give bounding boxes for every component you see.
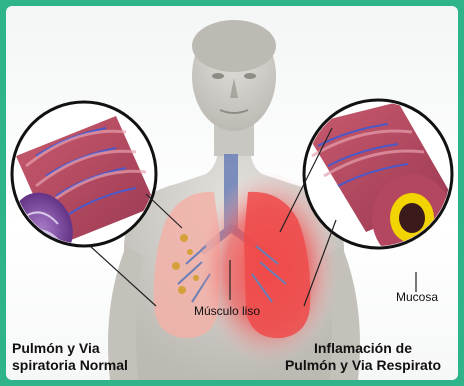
right-caption-line2: Pulmón y Via Respirato [268,357,458,374]
illustration-panel: Músculo liso Mucosa Pulmón y Via spirato… [6,6,458,380]
anatomy-illustration [6,6,458,380]
right-caption-line1: Inflamación de [268,340,458,357]
left-caption: Pulmón y Via spiratoria Normal [12,340,128,374]
right-caption: Inflamación de Pulmón y Via Respirato [268,340,458,374]
smooth-muscle-label: Músculo liso [194,304,260,318]
mucosa-label: Mucosa [396,290,438,304]
left-caption-line2: spiratoria Normal [12,357,128,374]
left-caption-line1: Pulmón y Via [12,340,128,357]
